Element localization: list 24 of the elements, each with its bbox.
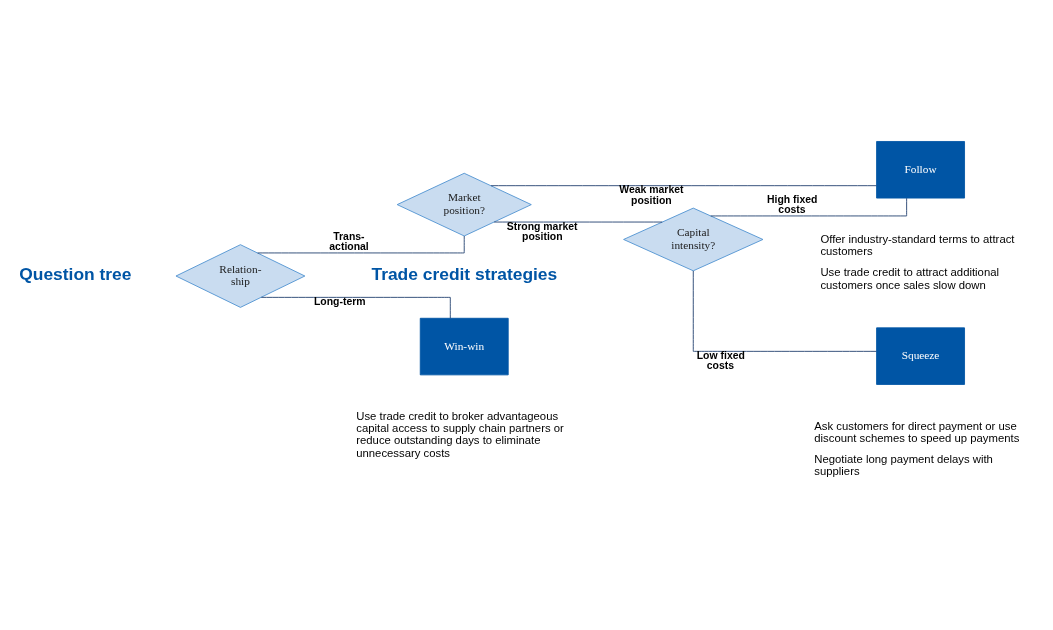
node-box: Follow xyxy=(876,141,965,199)
label: Trade credit strategies xyxy=(371,264,558,285)
node-box: Squeeze xyxy=(876,327,965,385)
edge-label: Low fixed costs xyxy=(696,349,745,372)
node-box: Win-win xyxy=(419,317,509,376)
connector xyxy=(257,235,465,254)
node-label: Ask customers for direct payment or use discount schemes to speed up payments xyxy=(814,419,1020,444)
connector xyxy=(260,296,451,319)
node-label: Offer industry-standard terms to attract customers xyxy=(820,233,1015,258)
edge-label: Trans- actional xyxy=(329,230,369,252)
node-diamond: Relation- ship xyxy=(175,244,306,308)
connector xyxy=(710,197,908,217)
label: Question tree xyxy=(19,263,132,284)
edge-label: High fixed costs xyxy=(767,193,818,215)
connector xyxy=(493,221,663,223)
connector xyxy=(692,270,877,352)
node-label: Negotiate long payment delays with suppliers xyxy=(814,452,993,477)
node-diamond: Capital intensity? xyxy=(623,207,764,272)
node-label: Use trade credit to broker advantageous capital access to supply chain partners or reduce outstanding days to eliminate unnecessary costs xyxy=(356,410,564,459)
node-label: Use trade credit to attract additional customers once sales slow down xyxy=(820,266,1000,291)
edge-label: Strong market position xyxy=(506,220,578,242)
edge-label: Long-term xyxy=(314,295,366,307)
connector xyxy=(490,185,877,187)
edge-label: Weak market position xyxy=(619,184,684,206)
